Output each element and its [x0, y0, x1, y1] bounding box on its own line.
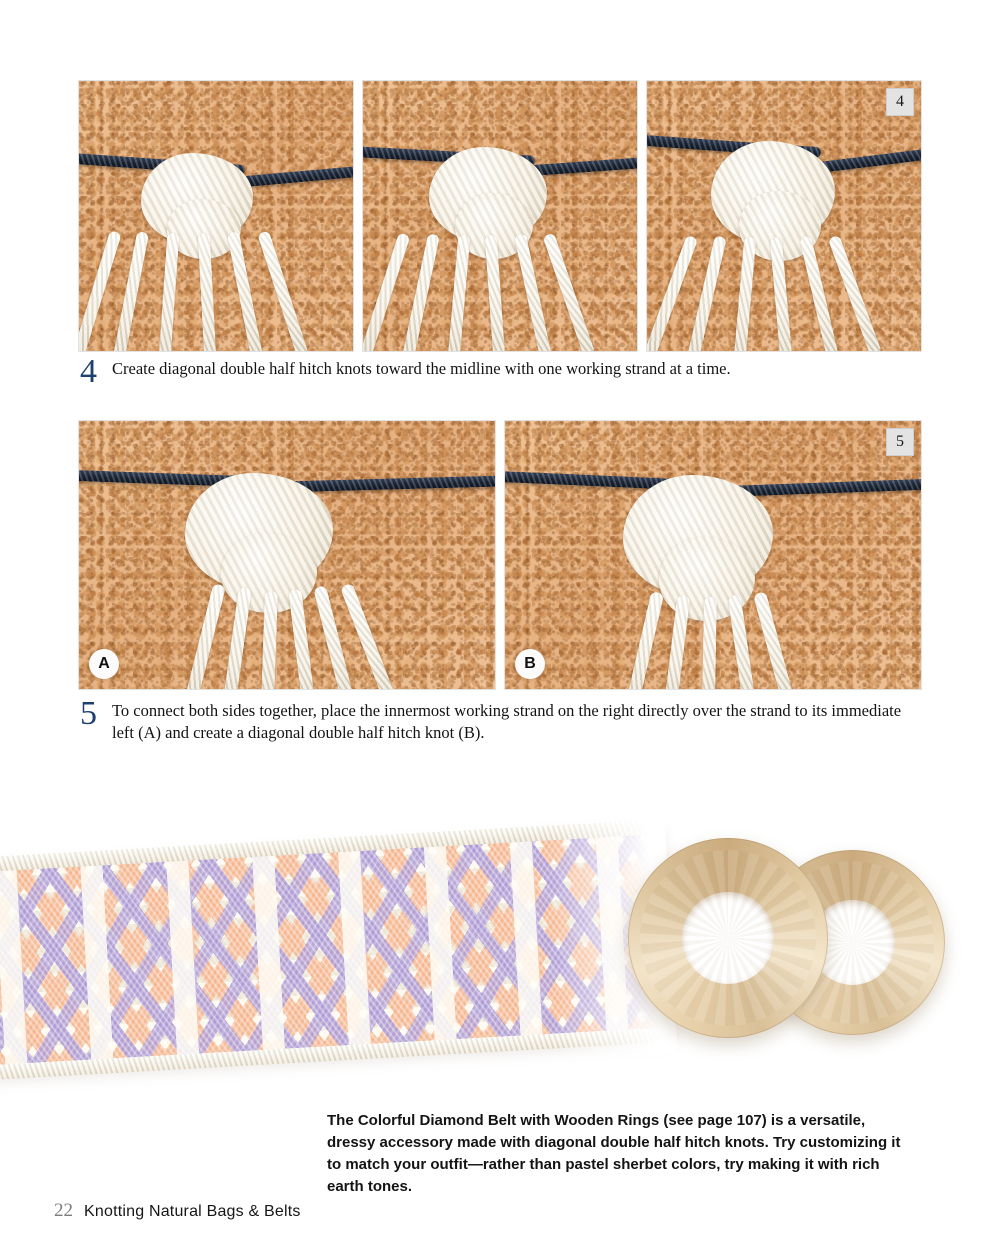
- step-5-number: 5: [80, 695, 97, 732]
- step-4-photo-2: [362, 80, 638, 352]
- step-5-photo-row: A B 5: [78, 420, 922, 690]
- step-4-photo-3: 4: [646, 80, 922, 352]
- hero-caption-text: The Colorful Diamond Belt with Wooden Ri…: [327, 1112, 901, 1196]
- step-4-caption: 4 Create diagonal double half hitch knot…: [80, 353, 910, 390]
- step-4-photo-row: 4: [78, 80, 922, 352]
- step-5-photo-a: A: [78, 420, 496, 690]
- book-title: Knotting Natural Bags & Belts: [84, 1203, 301, 1220]
- page-number: 22: [54, 1200, 73, 1221]
- letter-badge-b: B: [515, 649, 545, 679]
- page-footer: 22 Knotting Natural Bags & Belts: [54, 1200, 301, 1222]
- diamond-belt-photo: [0, 780, 1000, 1110]
- step-number-badge-5: 5: [886, 428, 914, 456]
- step-4-photo-1: [78, 80, 354, 352]
- letter-badge-a: A: [89, 649, 119, 679]
- macrame-belt: [0, 807, 678, 1081]
- step-5-text: To connect both sides together, place th…: [112, 701, 902, 743]
- wooden-ring-front: [628, 838, 828, 1038]
- working-strand: [702, 596, 717, 689]
- step-5-caption: 5 To connect both sides together, place …: [80, 695, 910, 744]
- step-5-photo-b: B 5: [504, 420, 922, 690]
- step-4-text: Create diagonal double half hitch knots …: [112, 359, 731, 378]
- step-number-badge-4: 4: [886, 88, 914, 116]
- step-4-number: 4: [80, 353, 97, 390]
